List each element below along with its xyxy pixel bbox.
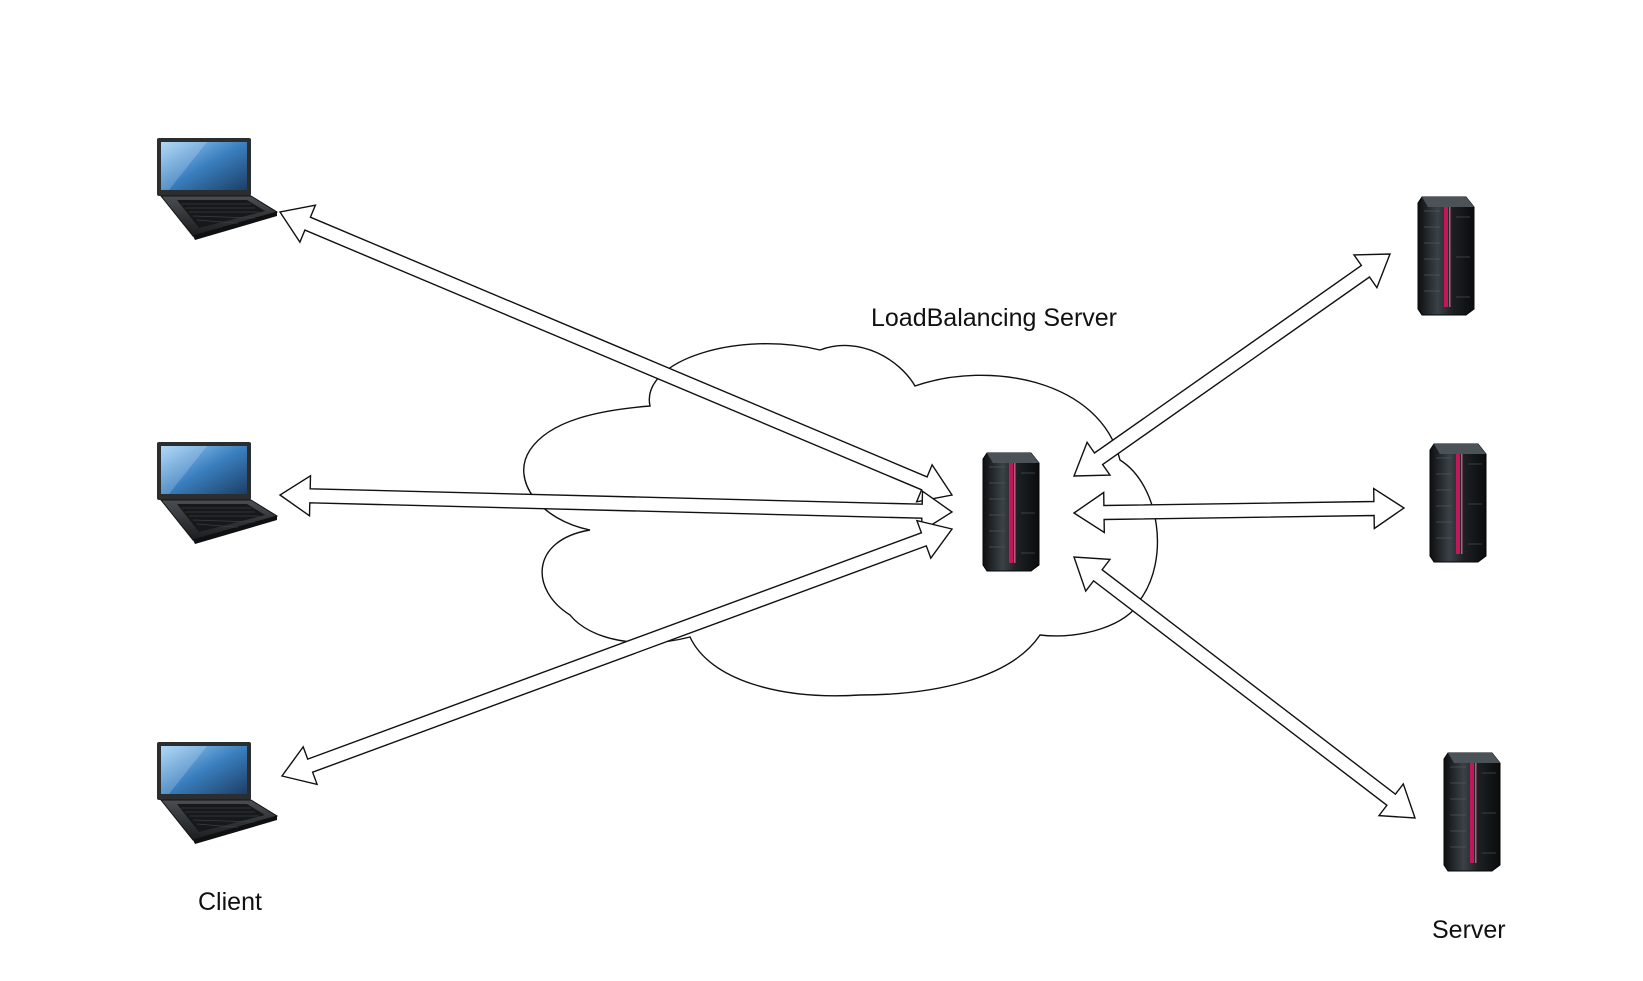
bidirectional-arrow: [278, 474, 954, 533]
bidirectional-arrow: [1072, 253, 1392, 477]
load-balancer-server-icon: [982, 452, 1040, 572]
client-label: Client: [198, 888, 262, 916]
server-rack-icon: [1417, 196, 1475, 316]
bidirectional-arrow: [278, 204, 954, 503]
laptop-icon: [156, 137, 278, 241]
server-rack-icon: [1429, 443, 1487, 563]
connection-arrows: [278, 204, 1417, 819]
laptop-icon: [156, 741, 278, 845]
cloud-icon: [523, 343, 1159, 697]
bidirectional-arrow: [1072, 556, 1417, 819]
load-balancer-label: LoadBalancing Server: [871, 304, 1117, 332]
server-rack-icon: [1443, 752, 1501, 872]
laptop-icon: [156, 441, 278, 545]
server-label: Server: [1432, 916, 1506, 944]
bidirectional-arrow: [280, 519, 954, 786]
bidirectional-arrow: [1072, 487, 1406, 534]
